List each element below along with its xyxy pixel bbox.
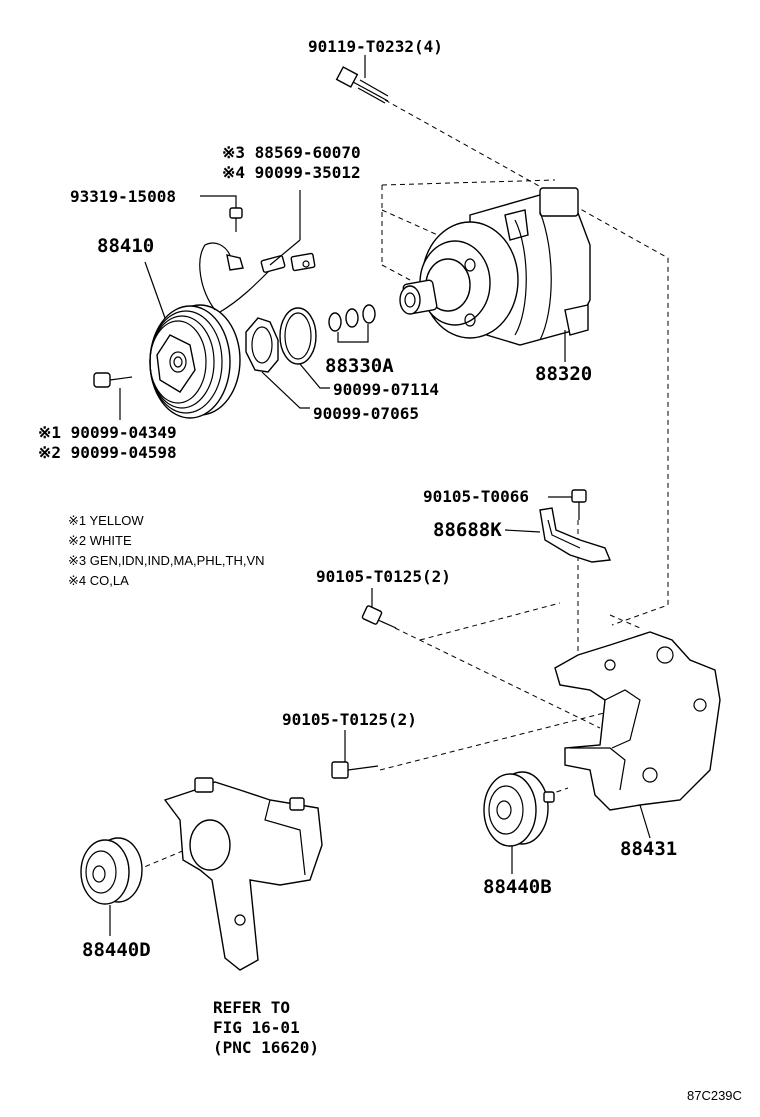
callout-clutch[interactable]: 88410 <box>97 235 154 257</box>
leader-bracket <box>639 804 651 839</box>
callout-snap-ring[interactable]: 90099-07114 <box>333 380 439 399</box>
refer-line-3: (PNC 16620) <box>213 1038 319 1057</box>
leader-ring2 <box>261 371 310 409</box>
leader-stay <box>504 529 541 533</box>
callout-bolt-low[interactable]: 90105-T0125(2) <box>282 710 417 729</box>
callout-ring2[interactable]: 90099-07065 <box>313 404 419 423</box>
bolt-mid-part[interactable] <box>361 605 397 629</box>
callout-shims[interactable]: 88330A <box>325 355 394 377</box>
note-2: ※2 WHITE <box>68 533 132 548</box>
callout-compressor[interactable]: 88320 <box>535 363 592 385</box>
leader-clutch <box>144 261 166 319</box>
figure-code: 87C239C <box>687 1088 742 1103</box>
screw-part[interactable] <box>229 207 243 232</box>
compressor-part[interactable] <box>399 187 591 346</box>
note-1: ※1 YELLOW <box>68 513 144 528</box>
bolt-small-part[interactable] <box>571 489 587 520</box>
ring-07065-part[interactable] <box>245 317 279 373</box>
idler-b-part[interactable] <box>483 771 555 847</box>
callout-stay[interactable]: 88688K <box>433 519 502 541</box>
callout-bolt-top[interactable]: 90119-T0232(4) <box>308 37 443 56</box>
clutch-part[interactable] <box>149 304 241 419</box>
leader-shims <box>337 324 369 343</box>
stay-part[interactable] <box>539 507 612 563</box>
leader-screw <box>200 195 237 208</box>
bolt-low-part[interactable] <box>331 761 379 779</box>
engine-bracket-part[interactable] <box>163 777 323 971</box>
leader-snap-ring <box>299 363 330 389</box>
callout-wire-b[interactable]: ※4 90099-35012 <box>222 163 361 182</box>
bracket-part[interactable] <box>554 631 721 811</box>
snap-ring-part[interactable] <box>279 307 317 365</box>
callout-wire-a[interactable]: ※3 88569-60070 <box>222 143 361 162</box>
idler-d-part[interactable] <box>80 837 143 905</box>
callout-bolt-clutch-2[interactable]: ※2 90099-04598 <box>38 443 177 462</box>
bolt-top-part[interactable] <box>335 66 389 104</box>
refer-line-2: FIG 16-01 <box>213 1018 300 1037</box>
callout-bolt-small[interactable]: 90105-T0066 <box>423 487 529 506</box>
callout-bracket[interactable]: 88431 <box>620 838 677 860</box>
shims-part[interactable] <box>328 304 376 332</box>
refer-line-1: REFER TO <box>213 998 290 1017</box>
note-3: ※3 GEN,IDN,IND,MA,PHL,TH,VN <box>68 553 265 568</box>
clutch-bolt-part[interactable] <box>93 372 133 388</box>
note-4: ※4 CO,LA <box>68 573 129 588</box>
callout-screw[interactable]: 93319-15008 <box>70 187 176 206</box>
callout-bolt-mid[interactable]: 90105-T0125(2) <box>316 567 451 586</box>
callout-idler-d[interactable]: 88440D <box>82 939 151 961</box>
callout-bolt-clutch-1[interactable]: ※1 90099-04349 <box>38 423 177 442</box>
callout-idler-b[interactable]: 88440B <box>483 876 552 898</box>
leader-wire-2 <box>269 239 301 266</box>
clutch-lead-wire[interactable] <box>199 242 316 313</box>
